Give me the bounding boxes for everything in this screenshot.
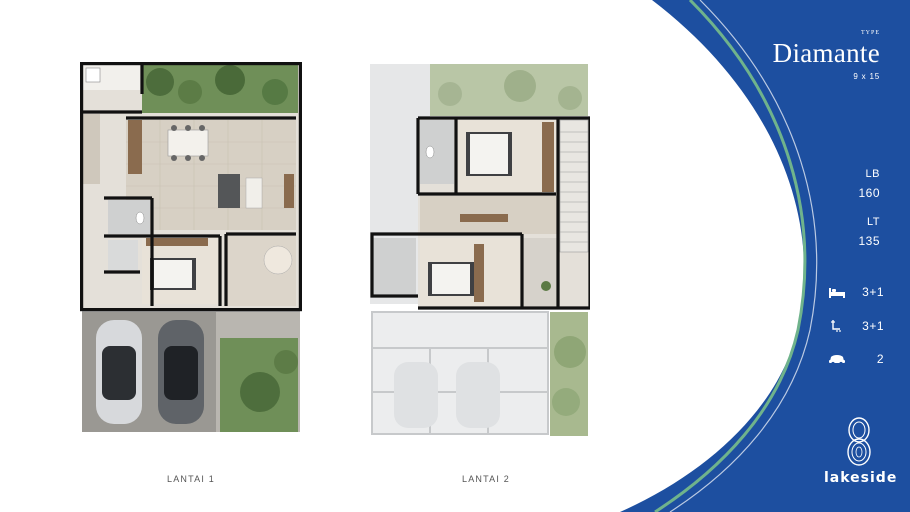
car-icon xyxy=(829,355,845,366)
lakeside-logo-text: lakeside xyxy=(824,470,898,486)
type-dimensions: 9 x 15 xyxy=(853,72,880,81)
floor-label-lantai-2: LANTAI 2 xyxy=(462,474,510,484)
floor-plan-lantai-2 xyxy=(370,64,590,436)
lb-label: LB xyxy=(865,168,880,180)
carport-value: 2 xyxy=(876,352,884,366)
bedrooms-spec: 3+1 xyxy=(828,285,884,301)
carport-spec: 2 xyxy=(828,352,884,368)
type-label: TYPE xyxy=(861,30,880,36)
type-name: Diamante xyxy=(772,38,880,68)
lt-label: LT xyxy=(866,216,880,228)
lakeside-emblem-icon xyxy=(847,417,871,466)
lt-value: 135 xyxy=(858,234,880,248)
floor-plan-lantai-1 xyxy=(80,62,302,432)
bedrooms-value: 3+1 xyxy=(862,285,884,299)
bathrooms-spec: 3+1 xyxy=(828,319,884,335)
shower-icon xyxy=(831,320,841,332)
lakeside-logo: lakeside xyxy=(824,416,898,496)
bed-icon xyxy=(829,288,845,298)
bathrooms-value: 3+1 xyxy=(862,319,884,333)
floor-label-lantai-1: LANTAI 1 xyxy=(167,474,215,484)
lb-value: 160 xyxy=(858,186,880,200)
